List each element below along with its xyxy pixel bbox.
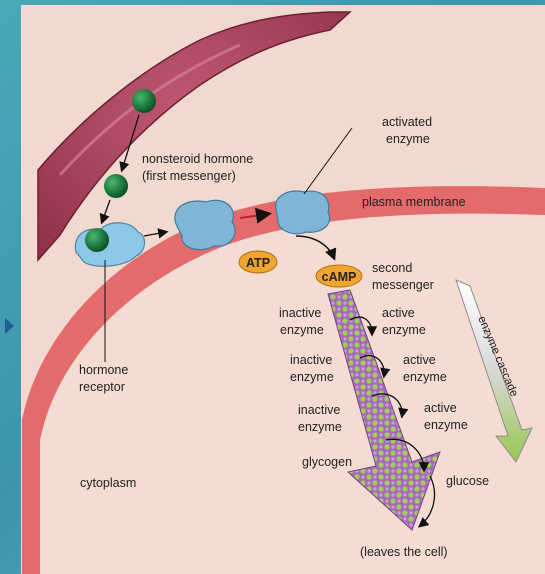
cytoplasm-label: cytoplasm [80,476,136,490]
camp-label: cAMP [322,270,357,284]
activated-enzyme-shape [275,191,329,234]
enzyme-label-6: enzyme [424,418,468,432]
first-messenger-label: (first messenger) [142,169,236,183]
active-label-3: active [424,401,457,415]
active-label-2: active [403,353,436,367]
active-label-1: active [382,306,415,320]
enzyme-label-2: enzyme [382,323,426,337]
inactive-label-2: inactive [290,353,332,367]
nonsteroid-hormone-label: nonsteroid hormone [142,152,253,166]
leaves-the-cell-label: (leaves the cell) [360,545,448,559]
hormone-receptor-label-2: receptor [79,380,125,394]
atp-label: ATP [246,256,270,270]
hormone-receptor-label-1: hormone [79,363,128,377]
enzyme-label-1: enzyme [280,323,324,337]
messenger-label: messenger [372,278,434,292]
plasma-membrane-label: plasma membrane [362,195,466,209]
hormone-molecule [104,174,128,198]
enzyme-label-top: enzyme [386,132,430,146]
inactive-label-1: inactive [279,306,321,320]
glucose-label: glucose [446,474,489,488]
enzyme-label-5: enzyme [298,420,342,434]
membrane-protein-shape [175,200,235,249]
inactive-label-3: inactive [298,403,340,417]
left-arrow-icon [5,318,14,334]
enzyme-label-4: enzyme [403,370,447,384]
enzyme-label-3: enzyme [290,370,334,384]
hormone-molecule [132,89,156,113]
activated-label: activated [382,115,432,129]
hormone-molecule-bound [85,228,109,252]
glycogen-label: glycogen [302,455,352,469]
second-label: second [372,261,412,275]
